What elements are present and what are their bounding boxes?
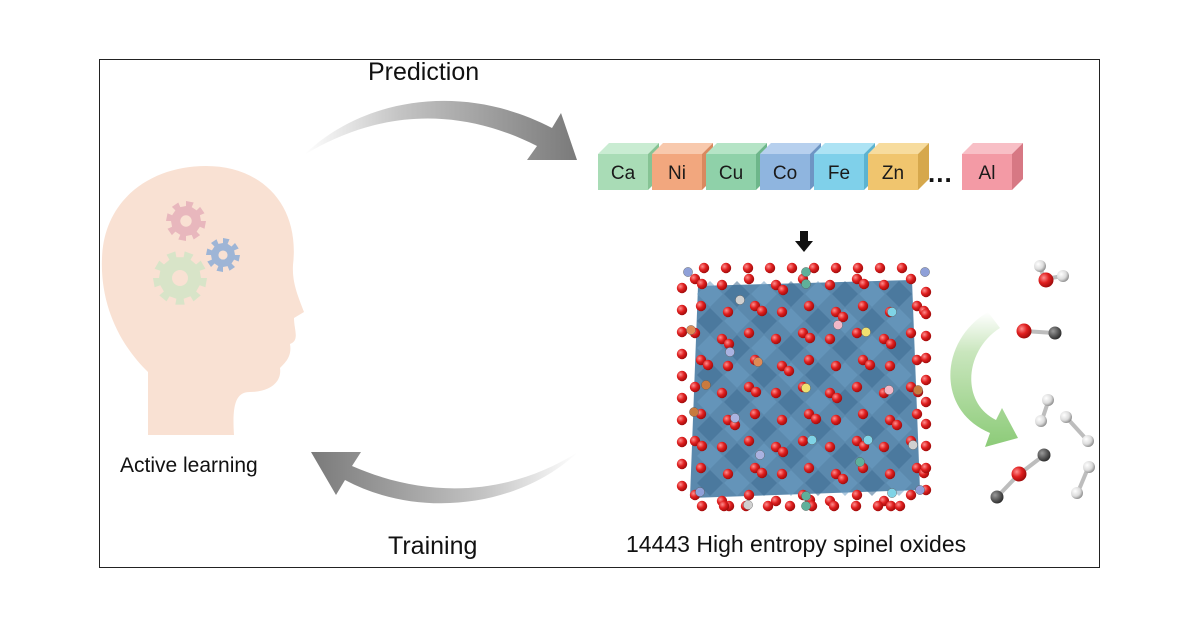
element-cube-cu: Cu (706, 143, 767, 190)
element-cube-zn: Zn (868, 143, 929, 190)
element-cube-fe: Fe (814, 143, 875, 190)
element-symbol: Ni (668, 163, 686, 184)
element-symbol: Cu (719, 163, 743, 184)
gas-molecules (990, 260, 1095, 504)
spinel-crystal-structure (676, 262, 932, 512)
prediction-label: Prediction (368, 58, 480, 86)
training-arrow (311, 452, 578, 504)
gear-icon (166, 201, 206, 241)
element-symbol: Ca (611, 163, 636, 184)
element-cube-al: Al (962, 143, 1023, 190)
element-cube-co: Co (760, 143, 821, 190)
element-symbol: Co (773, 163, 797, 184)
element-cube-ni: Ni (652, 143, 713, 190)
element-symbol: Fe (828, 163, 850, 184)
training-label: Training (388, 532, 478, 560)
elements-ellipsis: ... (928, 158, 953, 188)
prediction-arrow (304, 100, 577, 160)
element-symbol: Zn (882, 163, 904, 184)
gear-icon (153, 251, 207, 305)
head-silhouette (101, 166, 304, 435)
arrow-down-icon (795, 231, 813, 252)
element-symbol: Al (979, 163, 996, 184)
figure-border (99, 59, 1100, 568)
active-learning-label: Active learning (120, 454, 258, 477)
gear-icon (206, 238, 240, 272)
element-cubes: Ca Ni Cu Co Fe Zn Al (598, 143, 1023, 190)
oxides-caption: 14443 High entropy spinel oxides (626, 531, 967, 557)
reaction-arrow (950, 312, 1018, 447)
element-cube-ca: Ca (598, 143, 659, 190)
